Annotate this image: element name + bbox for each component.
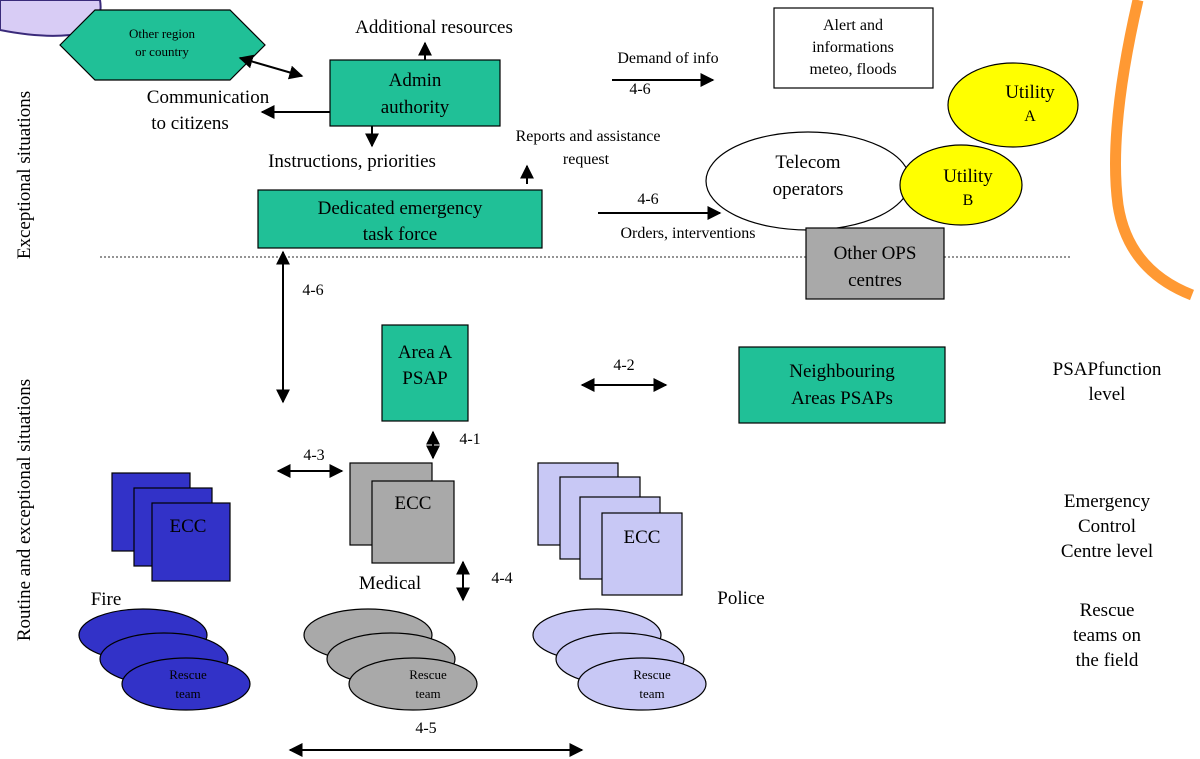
demand-info-label: Demand of info <box>617 50 718 67</box>
admin-authority-label-2: authority <box>381 97 450 118</box>
psap-ecc-link-label: 4-1 <box>459 431 480 448</box>
utility-b-label-2: B <box>963 192 974 209</box>
medical-rescue-label-2: team <box>415 686 440 701</box>
neighbouring-psaps-node <box>738 346 946 424</box>
medical-ecc-stack: ECC <box>349 462 455 564</box>
alert-label-1: Alert and <box>823 17 883 34</box>
other-ops-label-1: Other OPS <box>834 243 917 264</box>
medical-rescue-link-label: 4-4 <box>491 570 512 587</box>
utility-b-node <box>899 144 1023 226</box>
area-a-label-2: PSAP <box>402 368 447 389</box>
reports-label-1: Reports and assistance <box>516 128 661 145</box>
police-rescue-teams: Rescue team <box>532 608 707 711</box>
level-rescue-2: teams on <box>1073 625 1142 646</box>
police-rescue-label-1: Rescue <box>633 667 671 682</box>
other-ops-node <box>805 227 945 300</box>
medical-label: Medical <box>359 573 421 594</box>
telecom-label-2: operators <box>773 179 844 200</box>
level-ecc-2: Control <box>1078 516 1136 537</box>
demand-link-label: 4-6 <box>629 81 650 98</box>
neighbouring-label-1: Neighbouring <box>789 361 895 382</box>
arrow-other-region <box>238 54 304 80</box>
admin-authority-label-1: Admin <box>389 70 442 91</box>
reports-label-2: request <box>563 151 610 168</box>
additional-resources-label: Additional resources <box>355 17 513 38</box>
fire-medical-link-label: 4-3 <box>303 447 324 464</box>
police-ecc-stack: ECC <box>537 462 683 596</box>
side-label-routine: Routine and exceptional situations <box>14 379 35 641</box>
task-force-label-1: Dedicated emergency <box>318 198 483 219</box>
level-ecc-1: Emergency <box>1064 491 1151 512</box>
orders-link-label: 4-6 <box>637 191 658 208</box>
area-a-psap-node <box>381 324 469 422</box>
telecom-label-1: Telecom <box>775 152 840 173</box>
utility-b-label-1: Utility <box>943 166 993 187</box>
level-psap-1: PSAPfunction <box>1053 359 1162 380</box>
task-force-node <box>257 189 543 249</box>
fire-rescue-label-1: Rescue <box>169 667 207 682</box>
orange-arc <box>1110 0 1195 301</box>
task-force-label-2: task force <box>363 224 437 245</box>
communication-label-2: to citizens <box>151 113 229 134</box>
fire-label: Fire <box>91 589 122 610</box>
fire-ecc-label: ECC <box>170 516 207 537</box>
utility-a-node <box>947 62 1079 148</box>
alert-box-node <box>773 7 934 89</box>
level-rescue-1: Rescue <box>1080 600 1135 621</box>
utility-a-label-2: A <box>1024 108 1036 125</box>
level-psap-2: level <box>1089 384 1126 405</box>
fire-rescue-teams: Rescue team <box>78 608 251 711</box>
alert-label-2: informations <box>812 39 894 56</box>
fire-rescue-label-2: team <box>175 686 200 701</box>
level-rescue-3: the field <box>1076 650 1139 671</box>
other-region-label-1: Other region <box>129 26 196 41</box>
utility-a-label-1: Utility <box>1005 82 1055 103</box>
medical-rescue-label-1: Rescue <box>409 667 447 682</box>
rescue-bottom-link-label: 4-5 <box>415 720 436 737</box>
instructions-label: Instructions, priorities <box>268 151 436 172</box>
communication-label-1: Communication <box>147 87 270 108</box>
area-a-label-1: Area A <box>398 342 453 363</box>
other-region-node <box>59 9 266 81</box>
medical-rescue-teams: Rescue team <box>303 608 478 711</box>
medical-ecc-label: ECC <box>395 493 432 514</box>
orders-label: Orders, interventions <box>620 225 755 242</box>
side-label-exceptional: Exceptional situations <box>14 91 35 259</box>
psap-neighbours-link-label: 4-2 <box>613 357 634 374</box>
vertical-link-label: 4-6 <box>302 282 323 299</box>
level-ecc-3: Centre level <box>1061 541 1153 562</box>
police-rescue-label-2: team <box>639 686 664 701</box>
other-ops-label-2: centres <box>848 270 902 291</box>
police-ecc-label: ECC <box>624 527 661 548</box>
neighbouring-label-2: Areas PSAPs <box>791 388 893 409</box>
admin-authority-node <box>329 59 501 127</box>
other-region-label-2: or country <box>135 44 189 59</box>
police-label: Police <box>717 588 765 609</box>
alert-label-3: meteo, floods <box>809 61 896 78</box>
fire-ecc-stack: ECC <box>111 472 231 582</box>
